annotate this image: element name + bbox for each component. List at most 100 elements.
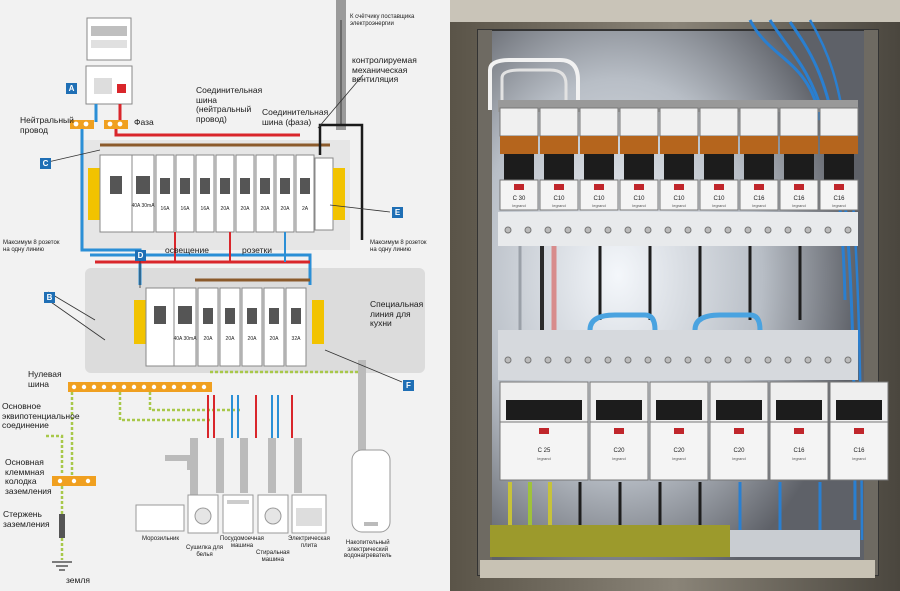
bottom-breaker (219, 287, 241, 367)
neutral-wire-label: Нейтральный провод (20, 115, 74, 135)
photo-top-breaker (499, 107, 539, 137)
phase-terminal (104, 120, 128, 129)
photo-bottom-breaker-label: C16 (793, 448, 805, 454)
meter-box (86, 17, 132, 61)
dryer-label: Сушилка для белья (186, 545, 224, 558)
neutral-terminal-block (730, 530, 860, 557)
tag-a: A (66, 83, 77, 94)
kitchen-line-label: Специальная линия для кухни (370, 299, 424, 329)
max-sockets-right-label: Максимум 8 розеток на одну линию (370, 240, 427, 253)
bottom-breaker-rating: 20A (248, 336, 258, 342)
photo-top-breaker (739, 107, 779, 137)
photo-top-breaker (659, 107, 699, 137)
bottom-breaker-rating: 20A (270, 336, 280, 342)
max-sockets-left-label: Максимум 8 розеток на одну линию (3, 240, 60, 253)
mid-terminal-strip (498, 330, 858, 380)
equipotential-label: Основное эквипотенциальное соединение (2, 401, 80, 431)
neutral-terminal (70, 120, 94, 129)
water-heater-appliance (351, 449, 391, 533)
appliance-feeders (165, 360, 366, 498)
photo-brand-label: legrand (672, 203, 685, 208)
freezer-label: Морозильник (142, 536, 180, 542)
dishwasher-label: Посудомоечная машина (220, 536, 264, 549)
photo-brand-label: legrand (512, 203, 525, 208)
earth-terminal-block (490, 525, 730, 557)
stove-label: Электрическая плита (288, 536, 330, 549)
sockets-label: розетки (242, 245, 272, 255)
photo-top-breaker-label: C 30 (513, 196, 526, 202)
photo-brand-label: legrand (732, 456, 745, 461)
photo-top-breaker (699, 107, 739, 137)
photo-brand-label: legrand (672, 456, 685, 461)
bottom-rcd-rating: 40A 30mA (173, 336, 197, 342)
ground-rod (59, 514, 65, 538)
tag-f: F (403, 380, 414, 391)
phase-label: Фаза (134, 117, 154, 127)
photo-top-breaker-label: C10 (673, 196, 685, 202)
photo-brand-label: legrand (552, 203, 565, 208)
bottom-breaker (263, 287, 285, 367)
neutral-bus-label: Соединительная шина (нейтральный провод) (196, 85, 263, 124)
photo-bottom-breaker-label: C20 (733, 448, 745, 454)
photo-brand-label: legrand (792, 203, 805, 208)
photo-top-breaker-label: C16 (753, 196, 765, 202)
top-terminal-strip (498, 212, 858, 246)
zero-bus-label: Нулевая шина (28, 369, 62, 389)
photo-top-breaker-label: C10 (713, 196, 725, 202)
top-rcd-rating: 40A 30mA (131, 203, 155, 209)
photo-top-breaker (539, 107, 579, 137)
photo-brand-label: legrand (752, 203, 765, 208)
photo-top-breaker-label: C10 (553, 196, 565, 202)
top-breaker-rating: 16A (201, 206, 211, 212)
photo-top-breaker-label: C16 (833, 196, 845, 202)
ventilation-label: контролируемая механическая вентиляция (352, 55, 417, 85)
photo-brand-label: legrand (612, 456, 625, 461)
washer-label: Стиральная машина (256, 550, 290, 563)
photo-brand-label: legrand (632, 203, 645, 208)
top-breaker-rating: 20A (261, 206, 271, 212)
photo-bottom-breaker-label: C20 (613, 448, 625, 454)
photo-top-breaker-label: C10 (593, 196, 605, 202)
bottom-breaker-rating: 32A (292, 336, 302, 342)
ground-block-label: Основная клеммная колодка заземления (5, 457, 52, 496)
bottom-breaker (197, 287, 219, 367)
photo-brand-label: legrand (537, 456, 550, 461)
photo-brand-label: legrand (792, 456, 805, 461)
water-heater-label: Накопительный электрический водонагреват… (344, 540, 392, 560)
photo-top-breaker-label: C10 (633, 196, 645, 202)
bottom-breaker-rating: 20A (226, 336, 236, 342)
zero-bus (68, 382, 212, 392)
earth-label: земля (66, 575, 90, 585)
tag-b: B (44, 292, 55, 303)
photo-top-breaker-label: C16 (793, 196, 805, 202)
photo-brand-label: legrand (592, 203, 605, 208)
photo-bottom-breaker-label: C20 (673, 448, 685, 454)
bottom-breaker (241, 287, 263, 367)
top-breaker-rating: 20A (281, 206, 291, 212)
bottom-breaker (285, 287, 307, 367)
photo-top-breaker (579, 107, 619, 137)
lighting-label: освещение (165, 245, 209, 255)
panel-photo-svg: C 30legrandC10legrandC10legrandC10legran… (450, 0, 900, 591)
photo-top-breaker (779, 107, 819, 137)
bottom-breaker-row: 20A 20A 20A 20A 32A 40A 30mA (134, 287, 324, 367)
photo-bottom-breaker-label: C 25 (538, 448, 551, 454)
phase-bus-label: Соединительная шина (фаза) (262, 107, 329, 127)
photo-brand-label: legrand (712, 203, 725, 208)
freezer (135, 504, 185, 532)
photo-brand-label: legrand (832, 203, 845, 208)
supplier-meter-label: К счётчику поставщика электроэнергии (350, 14, 415, 27)
top-breaker-rating: 16A (161, 206, 171, 212)
photo-top-breaker (819, 107, 859, 137)
tag-d: D (135, 250, 146, 261)
top-breaker-rating: 20A (221, 206, 231, 212)
bottom-breaker-rating: 20A (204, 336, 214, 342)
tag-e: E (392, 207, 403, 218)
top-breaker-rating: 16A (181, 206, 191, 212)
top-breaker-rating: 20A (241, 206, 251, 212)
